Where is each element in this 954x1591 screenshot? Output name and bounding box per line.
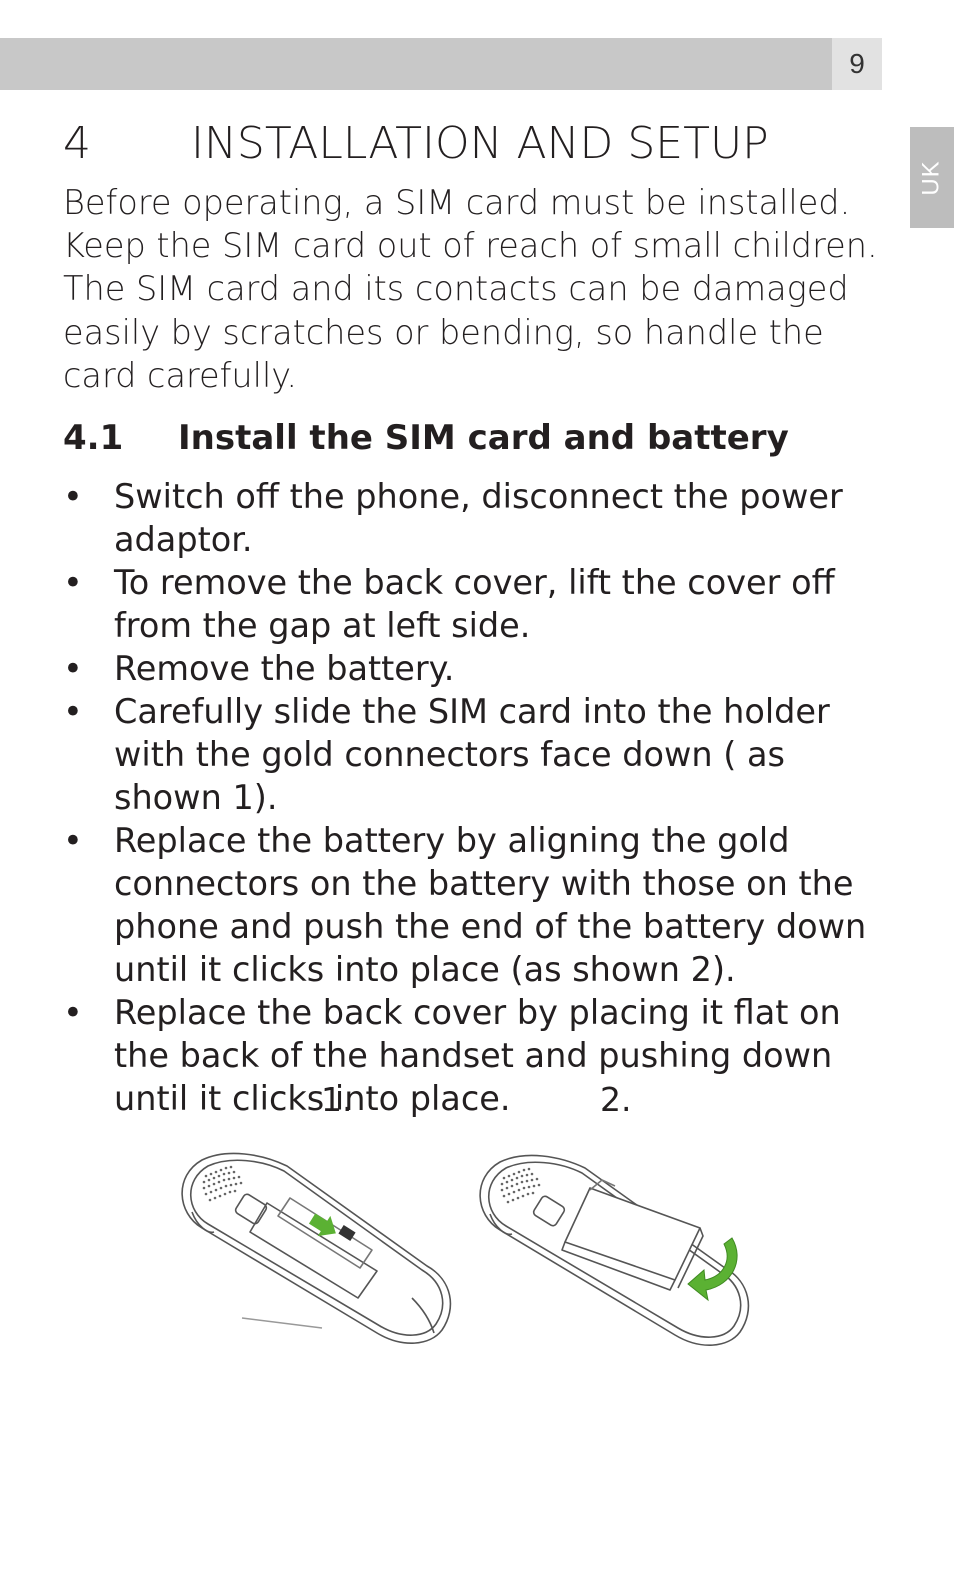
list-item: • Switch off the phone, disconnect the po… <box>63 475 883 561</box>
bullet-icon: • <box>63 563 83 602</box>
list-item: • Replace the back cover by placing it fl… <box>63 991 883 1120</box>
green-arrow-icon <box>308 1213 336 1237</box>
chapter-title-text: INSTALLATION AND SETUP <box>191 118 769 169</box>
step-text: Remove the battery. <box>114 649 455 688</box>
bullet-icon: • <box>63 692 83 731</box>
list-item: • Replace the battery by aligning the gol… <box>63 819 883 991</box>
step-text: Switch off the phone, disconnect the pow… <box>114 477 843 559</box>
sim-install-illustration <box>181 1152 452 1344</box>
chapter-title: 4 INSTALLATION AND SETUP <box>63 118 769 169</box>
language-tab: UK <box>910 127 954 228</box>
figure-2-label: 2. <box>600 1080 632 1119</box>
bullet-icon: • <box>63 821 83 860</box>
step-text: Carefully slide the SIM card into the ho… <box>114 692 830 817</box>
bullet-icon: • <box>63 477 83 516</box>
list-item: • To remove the back cover, lift the cove… <box>63 561 883 647</box>
section-number: 4.1 <box>63 418 124 458</box>
language-tab-label: UK <box>918 159 945 196</box>
chapter-number: 4 <box>63 118 91 169</box>
header-bar <box>0 38 832 90</box>
list-item: • Carefully slide the SIM card into the h… <box>63 690 883 819</box>
section-title-text: Install the SIM card and battery <box>178 418 789 458</box>
step-text: Replace the back cover by placing it fla… <box>114 993 841 1118</box>
bullet-icon: • <box>63 649 83 688</box>
page-number: 9 <box>832 38 882 90</box>
step-text: To remove the back cover, lift the cover… <box>114 563 835 645</box>
step-text: Replace the battery by aligning the gold… <box>114 821 867 989</box>
figure-1-label: 1. <box>321 1080 353 1119</box>
steps-list: • Switch off the phone, disconnect the po… <box>63 475 883 1120</box>
intro-paragraph: Before operating, a SIM card must be ins… <box>63 183 878 395</box>
bullet-icon: • <box>63 993 83 1032</box>
section-title: 4.1 Install the SIM card and battery <box>63 418 789 458</box>
battery-install-illustration <box>479 1154 750 1346</box>
curved-arrow-icon <box>687 1237 738 1302</box>
list-item: • Remove the battery. <box>63 647 883 690</box>
